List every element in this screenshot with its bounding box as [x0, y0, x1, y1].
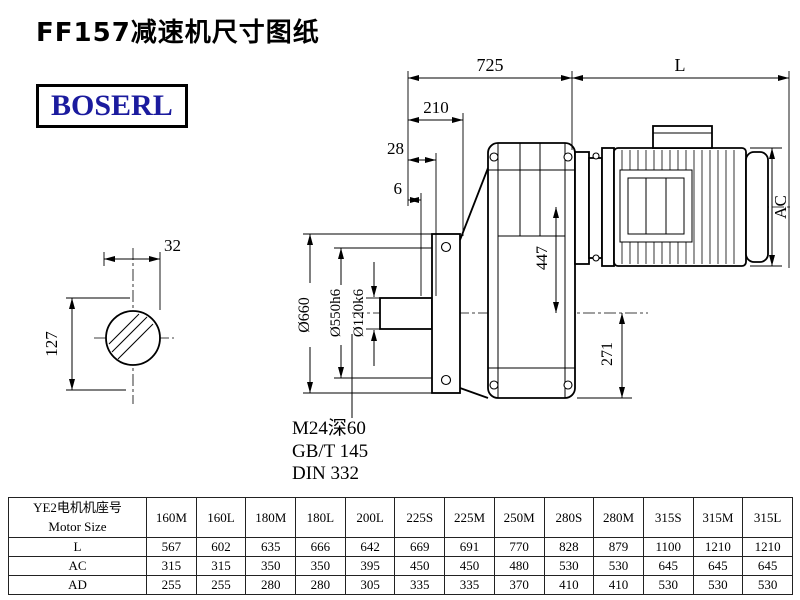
col-header: 315M: [692, 497, 744, 538]
note-thread: M24深60: [292, 417, 366, 439]
cell: 530: [543, 556, 595, 576]
col-header: 200L: [344, 497, 396, 538]
dim-label-6: 6: [394, 179, 403, 198]
cell: 315: [146, 556, 197, 576]
cell: 530: [642, 575, 694, 595]
cell: 879: [593, 537, 644, 557]
note-gbt: GB/T 145: [292, 441, 368, 462]
cell: 280: [295, 575, 346, 595]
col-header: 225M: [444, 497, 495, 538]
motor: [613, 125, 769, 267]
cell: 530: [593, 556, 644, 576]
output-shaft: [379, 297, 433, 330]
dim-label-120: Ø120k6: [351, 288, 367, 337]
col-header: 180L: [295, 497, 346, 538]
cell: 395: [344, 556, 396, 576]
dim-label-660: Ø660: [296, 297, 313, 333]
gear-housing: [487, 142, 576, 399]
dim-label-32: 32: [164, 236, 181, 255]
cell: 335: [394, 575, 446, 595]
col-header: 160L: [195, 497, 247, 538]
cell: 410: [543, 575, 595, 595]
motor-size-header-cn: YE2电机机座号: [33, 500, 122, 516]
cell: 828: [543, 537, 595, 557]
cell: 666: [295, 537, 346, 557]
dim-label-725: 725: [477, 55, 504, 75]
col-header: 280M: [593, 497, 644, 538]
shaft-end-view: 32 127: [42, 236, 181, 404]
cell: 642: [344, 537, 396, 557]
cell: 410: [593, 575, 644, 595]
cell: 602: [195, 537, 247, 557]
row-label: L: [8, 537, 147, 557]
cell: 645: [642, 556, 694, 576]
cell: 530: [692, 575, 744, 595]
cell: 645: [692, 556, 744, 576]
terminal-box: [652, 125, 713, 149]
col-header: 180M: [245, 497, 297, 538]
reducer-side-view: [352, 125, 790, 399]
col-header: 280S: [543, 497, 595, 538]
cell: 315: [195, 556, 247, 576]
dim-label-447: 447: [534, 246, 551, 270]
dim-label-AC: AC: [771, 195, 790, 219]
motor-size-header: YE2电机机座号 Motor Size: [8, 497, 147, 538]
dim-label-28: 28: [387, 139, 404, 158]
cell: 450: [394, 556, 446, 576]
cell: 255: [146, 575, 197, 595]
cell: 567: [146, 537, 197, 557]
cell: 350: [295, 556, 346, 576]
dim-label-271: 271: [599, 342, 616, 366]
table-header-row: YE2电机机座号 Motor Size 160M 160L 180M 180L …: [8, 497, 793, 538]
cell: 669: [394, 537, 446, 557]
brand-logo: BOSERL: [36, 84, 188, 128]
cell: 370: [493, 575, 545, 595]
page-title: FF157减速机尺寸图纸: [36, 18, 320, 48]
cell: 305: [344, 575, 396, 595]
note-din: DIN 332: [292, 463, 359, 484]
table-row-AC: AC 315 315 350 350 395 450 450 480 530 5…: [8, 556, 793, 576]
cell: 1210: [742, 537, 793, 557]
cell: 1100: [642, 537, 694, 557]
cell: 645: [742, 556, 793, 576]
table-row-L: L 567 602 635 666 642 669 691 770 828 87…: [8, 537, 793, 557]
col-header: 225S: [394, 497, 446, 538]
col-header: 315S: [642, 497, 694, 538]
dim-label-L: L: [675, 55, 686, 75]
table-row-AD: AD 255 255 280 280 305 335 335 370 410 4…: [8, 575, 793, 595]
cell: 350: [245, 556, 297, 576]
fan-cowl: [745, 151, 769, 263]
cell: 255: [195, 575, 247, 595]
dimension-annotations: 725 L 210 28 6 447 271 AC Ø660 Ø550h6: [292, 55, 790, 484]
motor-size-header-en: Motor Size: [48, 518, 107, 534]
cell: 480: [493, 556, 545, 576]
output-flange: [431, 233, 461, 394]
cell: 335: [444, 575, 495, 595]
row-label: AD: [8, 575, 147, 595]
row-label: AC: [8, 556, 147, 576]
cell: 530: [742, 575, 793, 595]
cell: 770: [493, 537, 545, 557]
dim-label-127: 127: [42, 331, 61, 357]
technical-drawing: 32 127: [42, 55, 790, 484]
cell: 280: [245, 575, 297, 595]
cell: 1210: [692, 537, 744, 557]
cell: 691: [444, 537, 495, 557]
dim-label-210: 210: [423, 98, 449, 117]
dimension-table: YE2电机机座号 Motor Size 160M 160L 180M 180L …: [8, 497, 793, 595]
cell: 635: [245, 537, 297, 557]
col-header: 315L: [742, 497, 793, 538]
col-header: 250M: [493, 497, 545, 538]
cell: 450: [444, 556, 495, 576]
col-header: 160M: [146, 497, 197, 538]
dim-label-550: Ø550h6: [328, 288, 344, 337]
